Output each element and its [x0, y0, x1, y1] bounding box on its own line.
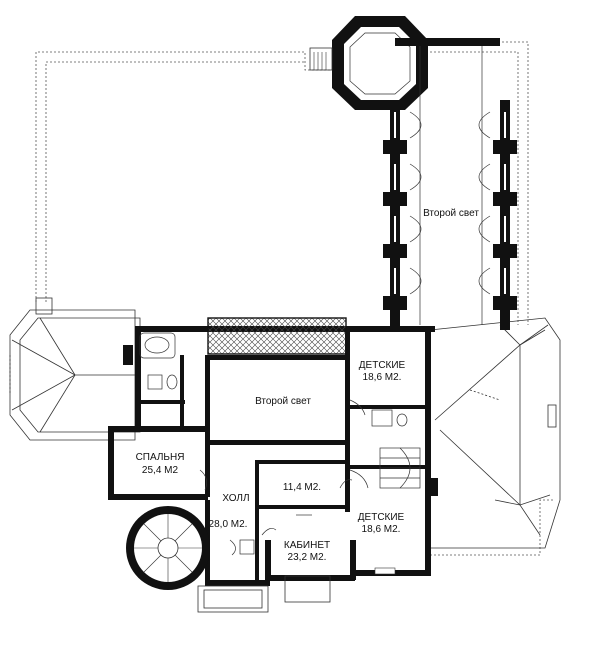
wall-boxes	[123, 345, 438, 575]
room-name-bedroom: СПАЛЬНЯ	[135, 452, 185, 463]
left-bay-roof	[9, 297, 141, 441]
room-name-children-1: ДЕТСКИЕ	[358, 360, 406, 371]
room-name-office: КАБИНЕТ	[283, 540, 331, 551]
room-name-children-2: ДЕТСКИЕ	[357, 512, 405, 523]
void-center-label: Второй свет	[255, 396, 311, 407]
octagon-tower	[309, 16, 428, 110]
room-area-bedroom: 25,4 М2	[141, 465, 179, 476]
balcony	[207, 317, 347, 355]
room-area-children-2: 18,6 М2.	[361, 524, 401, 535]
room-name-hall: ХОЛЛ	[222, 493, 250, 504]
gallery-walls	[383, 38, 517, 330]
door-swings	[199, 399, 369, 556]
room-area-office: 23,2 М2.	[287, 552, 327, 563]
exterior-walls	[108, 326, 435, 586]
bath-fixtures	[139, 332, 408, 555]
entrance-porch	[197, 575, 331, 613]
void-gallery-label: Второй свет	[423, 208, 479, 219]
right-roof	[429, 317, 561, 549]
spiral-stair	[126, 506, 210, 590]
room-area-children-1: 18,6 М2.	[362, 372, 402, 383]
small-room-area: 11,4 М2.	[282, 482, 322, 493]
small-stair	[379, 447, 421, 489]
room-area-hall: 28,0 М2.	[208, 519, 248, 530]
